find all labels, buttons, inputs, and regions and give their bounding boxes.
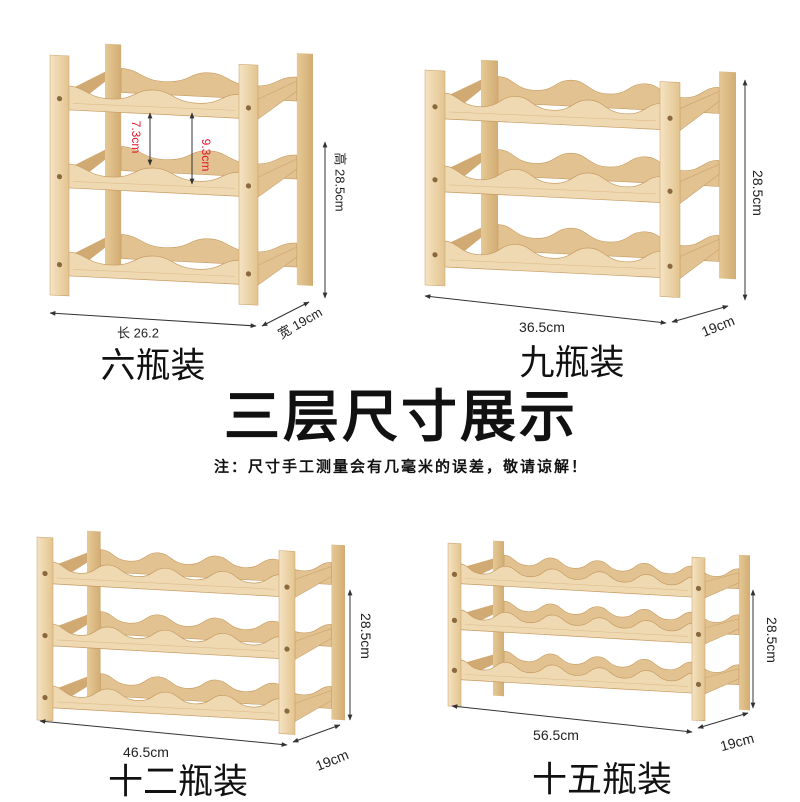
rack-9-length-line [424,294,667,325]
rack-9-length-label: 36.5cm [519,319,565,335]
screw [284,646,290,652]
dimension-lines [39,79,756,747]
front-shelf-board [442,240,663,278]
front-shelf-board [50,685,282,722]
screw [245,105,252,111]
front-shelf-board [458,659,695,694]
front-shelf-board [458,609,695,644]
rack-15-depth-line [697,712,749,729]
rack-6-length-label: 长 26.2 [117,325,159,341]
racks-layer [36,43,751,735]
front-right-post [278,550,296,735]
rack-15-name: 十五瓶装 [531,760,673,800]
back-left-post [87,530,101,707]
rack-6-shelf-gap-label: 9.3cm [199,138,213,172]
front-shelf-board [442,92,663,130]
rack-6-inner-gap-label: 7.3cm [129,120,143,154]
screw [284,584,290,590]
front-shelf-board [66,251,242,285]
rack-12-name: 十二瓶装 [107,762,249,802]
rack-12-depth-line [292,724,341,743]
wood-grain-line [448,259,657,270]
screw [42,632,48,639]
front-right-post [691,556,706,722]
rack-9-bottle [424,59,736,298]
rack-9-name: 九瓶装 [519,343,625,383]
front-shelf-board [458,563,695,598]
front-shelf-board [66,85,242,119]
wood-grain-line [464,624,689,637]
rack-6-name: 六瓶装 [100,346,206,386]
measurement-note: 注：尺寸手工测量会有几毫米的误差，敬请谅解！ [213,458,589,476]
screw [667,188,673,194]
screw [432,252,438,258]
back-left-post [105,43,122,277]
rack-15-length-label: 56.5cm [533,727,579,743]
wood-grain-line [56,639,276,652]
wood-grain-line [464,674,689,687]
screw [56,174,63,180]
screw [56,262,63,268]
front-shelf-board [50,623,282,660]
rack-12-bottle [36,530,345,735]
wood-grain-line [56,577,276,590]
screw [245,271,252,277]
page-title: 三层尺寸展示 [224,385,578,448]
screw [432,104,438,110]
wood-grain-line [464,578,689,591]
wood-grain-line [56,701,276,714]
front-shelf-board [442,165,663,203]
screw [451,571,458,577]
rack-15-length-line [451,704,693,734]
wood-grain-line [72,181,236,189]
rack-9-height-label: 28.5cm [750,170,766,216]
back-right-post [331,544,345,721]
rack-9-depth-line [671,305,729,323]
screw [284,708,290,714]
screw [695,681,702,688]
wood-grain-line [448,184,657,195]
screw [432,177,438,183]
rack-12-height-label: 28.5cm [358,613,374,659]
rack-6-depth-line [261,301,310,327]
rack-12-length-label: 46.5cm [123,744,169,760]
front-shelf-board [50,561,282,598]
screw [667,263,673,269]
screw [451,617,458,623]
rack-15-height-label: 28.5cm [764,617,780,663]
screw [42,694,48,701]
rack-15-bottle [447,540,751,722]
rack-6-bottle [49,43,314,306]
screw [42,570,48,577]
rack-6-height-label: 高 28.5cm [332,152,348,212]
screw [695,631,702,638]
screw [245,183,252,189]
front-shelf-board [66,163,242,197]
wood-grain-line [72,269,236,277]
rack-6-length-line [49,310,257,329]
screw [695,585,702,592]
screw [56,96,63,102]
back-right-post [719,71,736,280]
back-right-post [738,554,751,711]
screw [451,667,458,673]
wood-grain-line [448,111,657,122]
front-left-post [447,542,462,708]
wood-grain-line [72,103,236,111]
rack-12-length-line [39,719,288,747]
front-left-post [36,536,54,722]
screw [667,115,673,121]
back-left-post [481,59,498,268]
back-right-post [296,53,314,286]
